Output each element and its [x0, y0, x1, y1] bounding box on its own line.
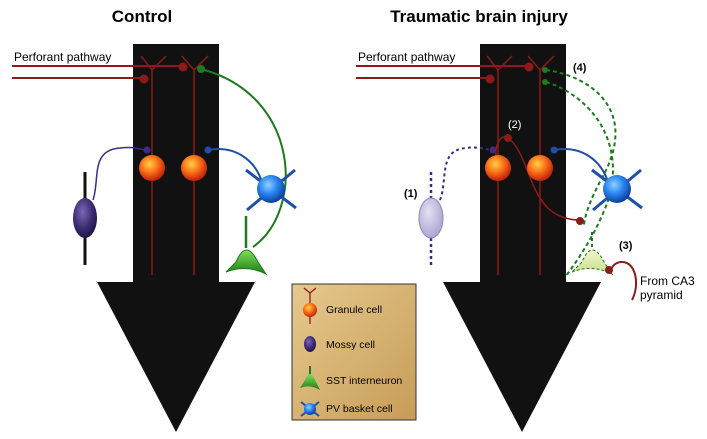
pv-synapse [550, 146, 558, 154]
sst-interneuron [225, 216, 268, 276]
sst-axon-degenerated [545, 69, 617, 226]
marker-2: (2) [508, 119, 521, 131]
sst-interneuron-degenerated [571, 232, 614, 276]
legend-label: Granule cell [326, 304, 382, 316]
pv-basket-cell-icon [300, 401, 320, 417]
mossy-synapse [143, 146, 151, 154]
legend-box [291, 283, 417, 421]
legend-label: PV basket cell [326, 403, 393, 415]
mossy-cell [73, 198, 97, 238]
from-ca3-label-2: pyramid [640, 288, 683, 302]
mossy-axon [92, 146, 148, 201]
perforant-synapse [178, 62, 188, 72]
marker-4: (4) [573, 62, 587, 74]
mossy-cell-icon [304, 336, 316, 352]
mossy-axon-degenerated [439, 146, 494, 201]
pv-synapse [204, 146, 212, 154]
from-ca3-label: From CA3 [640, 274, 695, 288]
granule-cell [139, 155, 165, 181]
perforant-synapse [485, 74, 495, 84]
granule-cell [485, 155, 511, 181]
sst-axon [200, 68, 287, 248]
granule-dendrite [181, 55, 209, 160]
sprouted-synapse [576, 217, 584, 225]
perforant-pathway-label: Perforant pathway [358, 50, 455, 64]
sst-synapse [197, 65, 205, 73]
granule-dendrite [527, 55, 555, 160]
column-arrowhead [443, 282, 601, 432]
sst-synapse [542, 79, 548, 85]
tbi-panel: Traumatic brain injury Perforant pathway [356, 7, 695, 432]
granule-dendrite [486, 55, 513, 160]
pv-axon [207, 148, 263, 183]
legend-label: SST interneuron [326, 375, 402, 387]
sprouted-axon [495, 136, 580, 221]
pv-basket-cell [591, 168, 643, 212]
sst-synapse [542, 67, 548, 73]
legend-label: Mossy cell [326, 339, 375, 351]
perforant-synapse [524, 62, 534, 72]
mossy-cell-degenerated [418, 197, 444, 239]
granule-cell [527, 155, 553, 181]
perforant-pathway-label: Perforant pathway [14, 50, 111, 64]
column-arrowhead [97, 282, 255, 432]
granule-cell-icon [303, 287, 317, 324]
sst-interneuron-icon [300, 366, 320, 390]
granule-cell [181, 155, 207, 181]
control-panel: Control Perforant pathway [12, 7, 297, 432]
ca3-input-axon [609, 260, 638, 301]
pv-basket-cell [245, 168, 297, 212]
perforant-synapse [139, 74, 149, 84]
marker-1: (1) [404, 188, 418, 200]
pv-axon [553, 148, 609, 183]
ca3-synapse [605, 266, 613, 274]
sprouted-synapse [504, 134, 512, 142]
mossy-synapse [489, 146, 497, 154]
control-title: Control [112, 7, 172, 26]
tbi-title: Traumatic brain injury [390, 7, 568, 26]
marker-3: (3) [619, 240, 633, 252]
granule-dendrite [140, 55, 167, 160]
legend: Granule cell Mossy cell SST interneuron … [291, 283, 417, 421]
